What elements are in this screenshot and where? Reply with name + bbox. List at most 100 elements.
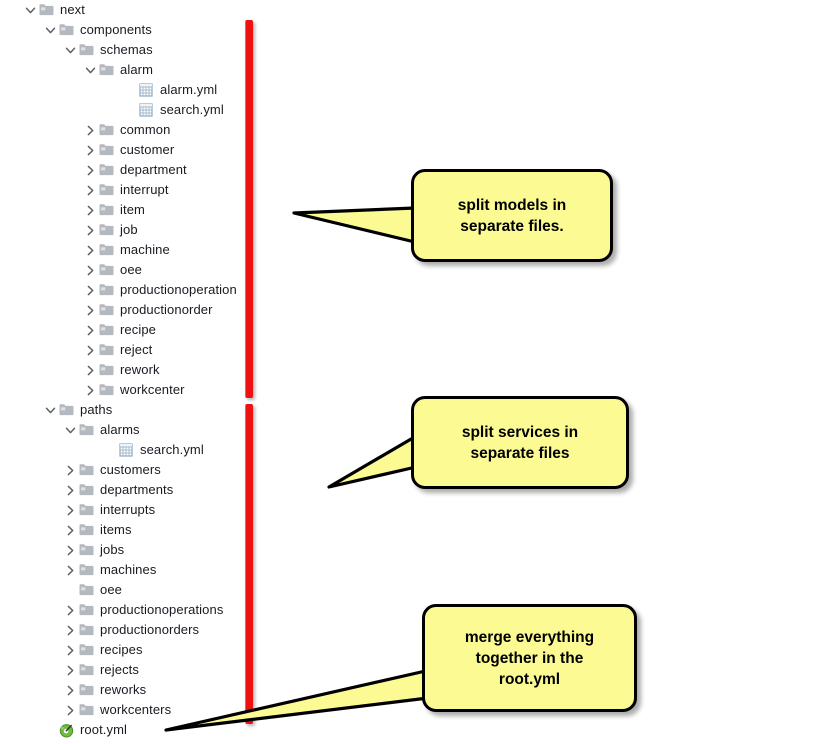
folder-icon <box>78 480 96 500</box>
chevron-right-icon[interactable] <box>62 460 78 480</box>
chevron-right-icon[interactable] <box>62 600 78 620</box>
tree-item-reject[interactable]: reject <box>0 340 300 360</box>
tree-item-search-yml[interactable]: search.yml <box>0 440 300 460</box>
tree-item-customer[interactable]: customer <box>0 140 300 160</box>
chevron-right-icon[interactable] <box>82 360 98 380</box>
chevron-right-icon[interactable] <box>62 660 78 680</box>
chevron-right-icon[interactable] <box>82 180 98 200</box>
tree-item-reworks[interactable]: reworks <box>0 680 300 700</box>
chevron-right-icon[interactable] <box>82 240 98 260</box>
chevron-right-icon[interactable] <box>62 680 78 700</box>
tree-item-recipe[interactable]: recipe <box>0 320 300 340</box>
tree-item-machine[interactable]: machine <box>0 240 300 260</box>
tree-item-label: alarms <box>100 422 140 437</box>
chevron-right-icon[interactable] <box>82 320 98 340</box>
tree-item-paths[interactable]: paths <box>0 400 300 420</box>
twisty-spacer <box>42 720 58 740</box>
chevron-right-icon[interactable] <box>82 380 98 400</box>
tree-item-recipes[interactable]: recipes <box>0 640 300 660</box>
chevron-right-icon[interactable] <box>82 340 98 360</box>
tree-item-label: workcenters <box>100 702 172 717</box>
tree-item-oee[interactable]: oee <box>0 580 300 600</box>
folder-icon <box>78 660 96 680</box>
callout-line-1: split services in <box>461 423 579 441</box>
chevron-down-icon[interactable] <box>42 20 58 40</box>
tree-item-label: interrupt <box>120 182 169 197</box>
tree-item-items[interactable]: items <box>0 520 300 540</box>
chevron-right-icon[interactable] <box>82 280 98 300</box>
tree-item-workcenters[interactable]: workcenters <box>0 700 300 720</box>
tree-item-alarm-yml[interactable]: alarm.yml <box>0 80 300 100</box>
chevron-right-icon[interactable] <box>62 620 78 640</box>
tree-item-label: items <box>100 522 132 537</box>
tree-item-label: rejects <box>100 662 139 677</box>
tree-item-rejects[interactable]: rejects <box>0 660 300 680</box>
chevron-right-icon[interactable] <box>82 200 98 220</box>
tree-item-productionorders[interactable]: productionorders <box>0 620 300 640</box>
chevron-right-icon[interactable] <box>62 500 78 520</box>
tree-item-workcenter[interactable]: workcenter <box>0 380 300 400</box>
chevron-right-icon[interactable] <box>82 160 98 180</box>
tree-item-item[interactable]: item <box>0 200 300 220</box>
callout-line-1: merge everything <box>464 628 595 646</box>
chevron-right-icon[interactable] <box>82 140 98 160</box>
tree-item-productionoperation[interactable]: productionoperation <box>0 280 300 300</box>
tree-item-label: root.yml <box>80 722 128 737</box>
tree-item-jobs[interactable]: jobs <box>0 540 300 560</box>
tree-item-rework[interactable]: rework <box>0 360 300 380</box>
chevron-down-icon[interactable] <box>22 0 38 20</box>
chevron-down-icon[interactable] <box>62 420 78 440</box>
folder-icon <box>98 180 116 200</box>
callout-bubble-split-models: split models in separate files. <box>411 169 613 262</box>
tree-item-schemas[interactable]: schemas <box>0 40 300 60</box>
tree-item-oee[interactable]: oee <box>0 260 300 280</box>
chevron-right-icon[interactable] <box>82 300 98 320</box>
chevron-down-icon[interactable] <box>62 40 78 60</box>
chevron-right-icon[interactable] <box>82 120 98 140</box>
folder-icon <box>78 680 96 700</box>
tree-item-departments[interactable]: departments <box>0 480 300 500</box>
chevron-right-icon[interactable] <box>62 480 78 500</box>
chevron-right-icon[interactable] <box>62 520 78 540</box>
chevron-down-icon[interactable] <box>42 400 58 420</box>
chevron-right-icon[interactable] <box>62 560 78 580</box>
tree-item-label: machines <box>100 562 157 577</box>
chevron-right-icon[interactable] <box>82 260 98 280</box>
tree-item-alarms[interactable]: alarms <box>0 420 300 440</box>
folder-icon <box>58 20 76 40</box>
tree-item-interrupt[interactable]: interrupt <box>0 180 300 200</box>
chevron-down-icon[interactable] <box>82 60 98 80</box>
tree-item-label: workcenter <box>120 382 185 397</box>
tree-item-machines[interactable]: machines <box>0 560 300 580</box>
tree-item-root-yml[interactable]: root.yml <box>0 720 300 740</box>
tree-item-label: departments <box>100 482 174 497</box>
folder-icon <box>98 140 116 160</box>
chevron-right-icon[interactable] <box>62 700 78 720</box>
root-yml-icon <box>58 720 76 740</box>
chevron-right-icon[interactable] <box>62 540 78 560</box>
tree-item-label: oee <box>120 262 142 277</box>
tree-item-productionorder[interactable]: productionorder <box>0 300 300 320</box>
tree-item-department[interactable]: department <box>0 160 300 180</box>
tree-item-job[interactable]: job <box>0 220 300 240</box>
tree-item-customers[interactable]: customers <box>0 460 300 480</box>
tree-item-common[interactable]: common <box>0 120 300 140</box>
twisty-spacer <box>102 440 118 460</box>
chevron-right-icon[interactable] <box>62 640 78 660</box>
folder-icon <box>78 700 96 720</box>
chevron-right-icon[interactable] <box>82 220 98 240</box>
tree-item-label: oee <box>100 582 122 597</box>
tree-item-components[interactable]: components <box>0 20 300 40</box>
tree-item-productionoperations[interactable]: productionoperations <box>0 600 300 620</box>
tree-item-alarm[interactable]: alarm <box>0 60 300 80</box>
folder-icon <box>78 600 96 620</box>
callout-line-2: separate files. <box>460 217 564 235</box>
tree-item-next[interactable]: next <box>0 0 300 20</box>
twisty-spacer <box>122 80 138 100</box>
tree-item-search-yml[interactable]: search.yml <box>0 100 300 120</box>
yml-file-icon <box>138 80 156 100</box>
tree-item-interrupts[interactable]: interrupts <box>0 500 300 520</box>
folder-icon <box>38 0 56 20</box>
tree-item-label: interrupts <box>100 502 156 517</box>
